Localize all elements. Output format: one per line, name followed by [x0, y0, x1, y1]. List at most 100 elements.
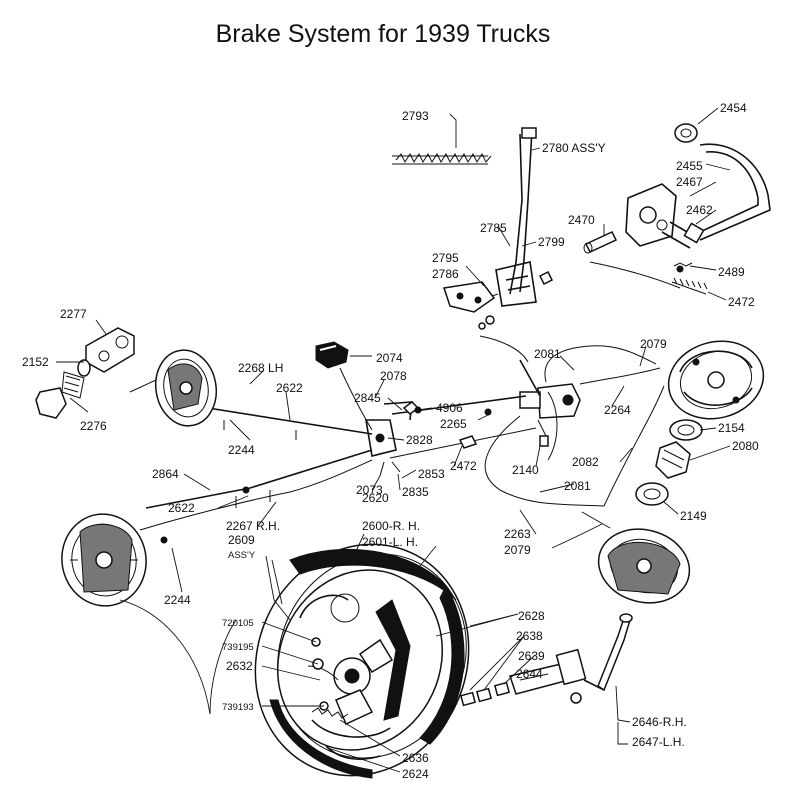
- label-720105: 720105: [222, 618, 254, 629]
- brake-rod-2268: [207, 407, 373, 435]
- label-2154: 2154: [718, 421, 745, 435]
- left-rear-brake-drum: [61, 513, 147, 607]
- right-front-backing-plate: [667, 340, 765, 420]
- rear-line-2263: [484, 415, 605, 507]
- label-2454: 2454: [720, 101, 747, 115]
- washer-2152: [77, 359, 91, 377]
- label-2636: 2636: [402, 751, 429, 765]
- label-2470: 2470: [568, 213, 595, 227]
- front-line-to-right: [579, 367, 661, 385]
- shaft-bushing-2470: [583, 231, 618, 254]
- label-2140: 2140: [512, 463, 539, 477]
- pedal-mount-bracket: [625, 183, 677, 247]
- label-2264: 2264: [604, 403, 631, 417]
- label-2079-top: 2079: [640, 337, 667, 351]
- left-front-brake-drum: [129, 349, 218, 427]
- label-2276: 2276: [80, 419, 107, 433]
- parking-cam-shaft-2644: [509, 648, 587, 704]
- label-2622-top: 2622: [276, 381, 303, 395]
- label-2793: 2793: [402, 109, 429, 123]
- rear-line-2864: [145, 449, 373, 509]
- label-2079-bottom: 2079: [504, 543, 531, 557]
- pedal-return-spring: [671, 277, 708, 295]
- label-2078: 2078: [380, 369, 407, 383]
- label-2074: 2074: [376, 351, 403, 365]
- lever-clip: [538, 270, 554, 286]
- label-2620: 2620: [362, 491, 389, 505]
- label-2609: 2609: [228, 533, 255, 547]
- label-2265: 2265: [440, 417, 467, 431]
- label-2835: 2835: [402, 485, 429, 499]
- retracting-spring-2793: [395, 152, 492, 164]
- label-2853: 2853: [418, 467, 445, 481]
- hydraulic-line-2082: [603, 385, 665, 507]
- label-2639: 2639: [518, 649, 545, 663]
- lever-pawl-plate: [443, 281, 496, 313]
- label-739195: 739195: [222, 642, 254, 653]
- label-2081-bottom: 2081: [564, 479, 591, 493]
- brake-pedal-pad: [674, 123, 698, 143]
- label-2277: 2277: [60, 307, 87, 321]
- label-2780: 2780 ASS'Y: [542, 141, 606, 155]
- master-cylinder: [519, 383, 581, 441]
- label-2244-bottom: 2244: [164, 593, 191, 607]
- label-2244-top: 2244: [228, 443, 255, 457]
- clip-2472: [458, 435, 478, 449]
- adjusting-parts-2638: [459, 681, 511, 707]
- label-2828: 2828: [406, 433, 433, 447]
- label-2267-rh: 2267 R.H.: [226, 519, 280, 533]
- pedal-bracket-hole: [639, 206, 657, 224]
- washer-2149: [635, 482, 669, 506]
- label-2644: 2644: [516, 667, 543, 681]
- label-2624: 2624: [402, 767, 429, 781]
- adjuster-spring-2636: [311, 707, 349, 719]
- label-2263: 2263: [504, 527, 531, 541]
- label-2609-assy: ASS'Y: [228, 550, 256, 561]
- push-rod: [519, 359, 541, 397]
- label-2622-bottom: 2622: [168, 501, 195, 515]
- label-2152: 2152: [22, 355, 49, 369]
- label-4906: 4906: [436, 401, 463, 415]
- label-2786: 2786: [432, 267, 459, 281]
- brake-pedal-arm: [699, 143, 771, 241]
- ratchet-sector: [495, 261, 537, 307]
- right-rear-brake-drum: [597, 528, 691, 604]
- label-2489: 2489: [718, 265, 745, 279]
- label-2467: 2467: [676, 175, 703, 189]
- label-739193: 739193: [222, 702, 254, 713]
- label-2462: 2462: [686, 203, 713, 217]
- label-2073: 2073: [356, 483, 383, 497]
- equalizer-links-2073: [379, 461, 401, 477]
- rear-line-2267: [139, 459, 373, 531]
- fitting-2074: [315, 341, 349, 369]
- clevis-pin-2489: [673, 262, 693, 267]
- label-2268-lh: 2268 LH: [238, 361, 283, 375]
- label-2638: 2638: [516, 629, 543, 643]
- label-2472-top: 2472: [728, 295, 755, 309]
- push-rod-clevis: [539, 435, 549, 447]
- label-2600-rh: 2600-R. H.: [362, 519, 420, 533]
- label-2647-lh: 2647-L.H.: [632, 735, 685, 749]
- backing-plate-2600: [276, 569, 444, 751]
- pedal-shaft-end: [683, 222, 705, 244]
- retracting-spring-2632: [307, 665, 339, 681]
- label-2080: 2080: [732, 439, 759, 453]
- washer-2154: [669, 419, 703, 441]
- hand-brake-grip: [521, 127, 537, 139]
- leader-lines: [56, 107, 731, 773]
- label-2785: 2785: [480, 221, 507, 235]
- label-2149: 2149: [680, 509, 707, 523]
- label-2081-top: 2081: [534, 347, 561, 361]
- label-2795: 2795: [432, 251, 459, 265]
- label-2646-rh: 2646-R.H.: [632, 715, 687, 729]
- shoe-adjuster-2624: [325, 745, 381, 760]
- label-2628: 2628: [518, 609, 545, 623]
- label-2455: 2455: [676, 159, 703, 173]
- label-2632: 2632: [226, 659, 253, 673]
- fitting-2080: [655, 441, 691, 479]
- hand-brake-lever: [509, 128, 533, 295]
- label-2799: 2799: [538, 235, 565, 249]
- hydraulic-line-2081: [544, 345, 657, 383]
- label-2845: 2845: [354, 391, 381, 405]
